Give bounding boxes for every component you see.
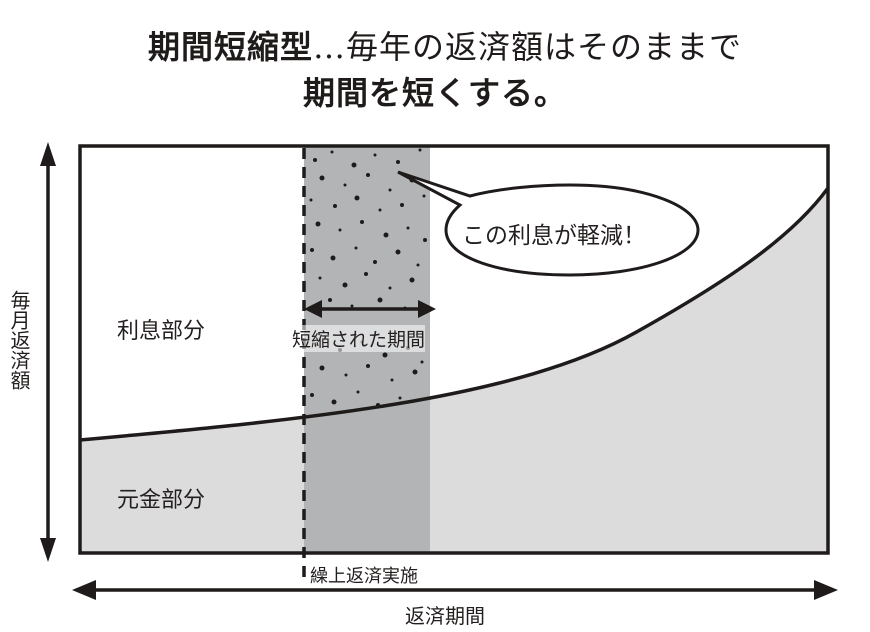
- principal-portion-label: 元金部分: [117, 488, 206, 513]
- title-bold: 期間短縮型: [147, 28, 313, 66]
- chart-frame: [78, 144, 830, 555]
- y-axis-label: 毎月返済額: [7, 290, 31, 390]
- title-rest: …毎年の返済額はそのままで: [313, 28, 743, 66]
- interest-portion-label: 利息部分: [117, 319, 206, 344]
- payment-split-curve: [79, 186, 830, 442]
- arrow-right-icon: [418, 300, 436, 318]
- callout-bubble: [397, 170, 700, 277]
- arrow-left-icon: [304, 300, 322, 318]
- x-axis-label: 返済期間: [405, 604, 485, 628]
- prepayment-label: 繰上返済実施: [310, 566, 418, 587]
- shortened-period-label: 短縮された期間: [292, 325, 426, 352]
- x-axis-right-arrow-icon: [814, 580, 838, 600]
- principal-area: [80, 188, 828, 553]
- diagram-title-line2: 期間を短くする。: [302, 74, 567, 112]
- y-axis-up-arrow-icon: [40, 142, 56, 166]
- callout-text: この利息が軽減！: [462, 223, 646, 249]
- diagram-title-line1: 期間短縮型…毎年の返済額はそのままで: [0, 22, 870, 68]
- x-axis-left-arrow-icon: [72, 580, 96, 600]
- y-axis-down-arrow-icon: [40, 538, 56, 562]
